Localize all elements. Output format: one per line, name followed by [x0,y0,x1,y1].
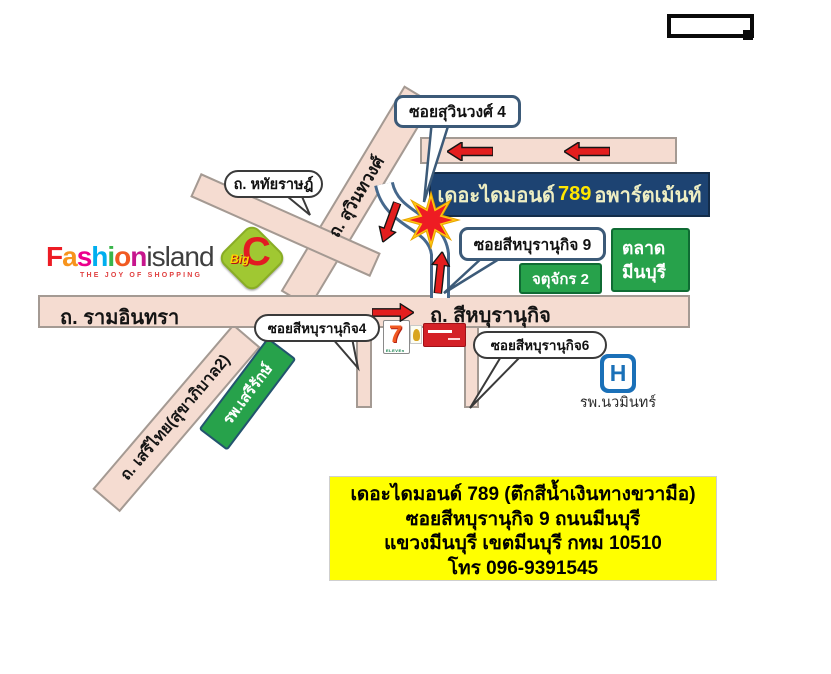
banner-text-2: อพาร์ตเม้นท์ [594,184,702,207]
logo-letter: o [114,241,131,272]
logo-letter: i [107,241,115,272]
label-road-ramindra: ถ. รามอินทรา [60,307,180,329]
logo-letter: h [91,241,108,272]
legend-box [667,14,754,38]
apartment-banner: เดอะไดมอนด์ 789 อพาร์ตเม้นท์ [429,172,710,217]
fashion-island-wordmark: Fashionisland [46,241,215,272]
address-line-4: โทร 096-9391545 [447,557,599,579]
talat-minburi-line2: มีนบุรี [622,262,667,282]
talat-minburi-box: ตลาด มีนบุรี [611,228,690,292]
label-road-sihaburanukit: ถ. สีหบุรานุกิจ [430,305,551,327]
bubble-soi-sihaburanukit6: ซอยสีหบุรานุกิจ6 [473,331,607,359]
legend-box-handle [743,30,753,40]
arrow-left-2-icon [564,142,610,161]
arrow-right-icon [372,303,414,322]
logo-letter: n [130,241,147,272]
address-info-box: เดอะไดมอนด์ 789 (ตึกสีน้ำเงินทางขวามือ) … [329,476,717,581]
chatuchak2-box: จตุจักร 2 [519,263,602,294]
seven-eleven-word: ELEVEn [386,348,405,353]
address-line-2: ซอยสีหบุรานุกิจ 9 ถนนมีนบุรี [405,508,641,530]
seven-eleven-digit: 7 [389,321,403,348]
address-line-1: เดอะไดมอนด์ 789 (ตึกสีน้ำเงินทางขวามือ) [350,484,696,505]
logo-word-island: island [146,241,214,272]
banner-number: 789 [558,183,592,205]
arrow-left-1-icon [447,142,493,161]
hospital-icon: H [600,354,636,393]
big-c-word: Big [230,252,250,266]
fashion-island-tagline: THE JOY OF SHOPPING [80,272,203,279]
red-shop-sign [423,323,466,347]
seven-eleven-icon: 7 ELEVEn [383,320,410,354]
hospital-icon-letter: H [609,360,627,386]
bubble-soi-sihaburanukit4: ซอยสีหบุรานุกิจ4 [254,314,380,342]
big-c-inner: C Big [229,230,275,281]
logo-letter: s [76,241,93,272]
talat-minburi-line1: ตลาด [622,237,666,258]
hospital-icon-inner: H [604,358,632,389]
logo-letter: a [62,241,78,272]
logo-letter: F [46,241,63,272]
bubble-soi-suwinwong4: ซอยสุวินวงศ์ 4 [394,95,521,128]
arrow-down-suwinthawong-icon [378,200,402,244]
arrow-up-soi9-icon [430,250,451,295]
fashion-island-logo: Fashionisland THE JOY OF SHOPPING [46,241,215,280]
bubble-hathairat: ถ. หทัยราษฎ์ [224,170,323,198]
bubble-soi-sihaburanukit9: ซอยสีหบุรานุกิจ 9 [459,227,606,261]
gold-emblem-icon [410,325,422,344]
banner-text-1: เดอะไดมอนด์ [437,184,556,207]
nawamin-hospital-label: รพ.นวมินทร์ [579,395,657,411]
address-line-3: แขวงมีนบุรี เขตมีนบุรี กทม 10510 [384,533,662,554]
